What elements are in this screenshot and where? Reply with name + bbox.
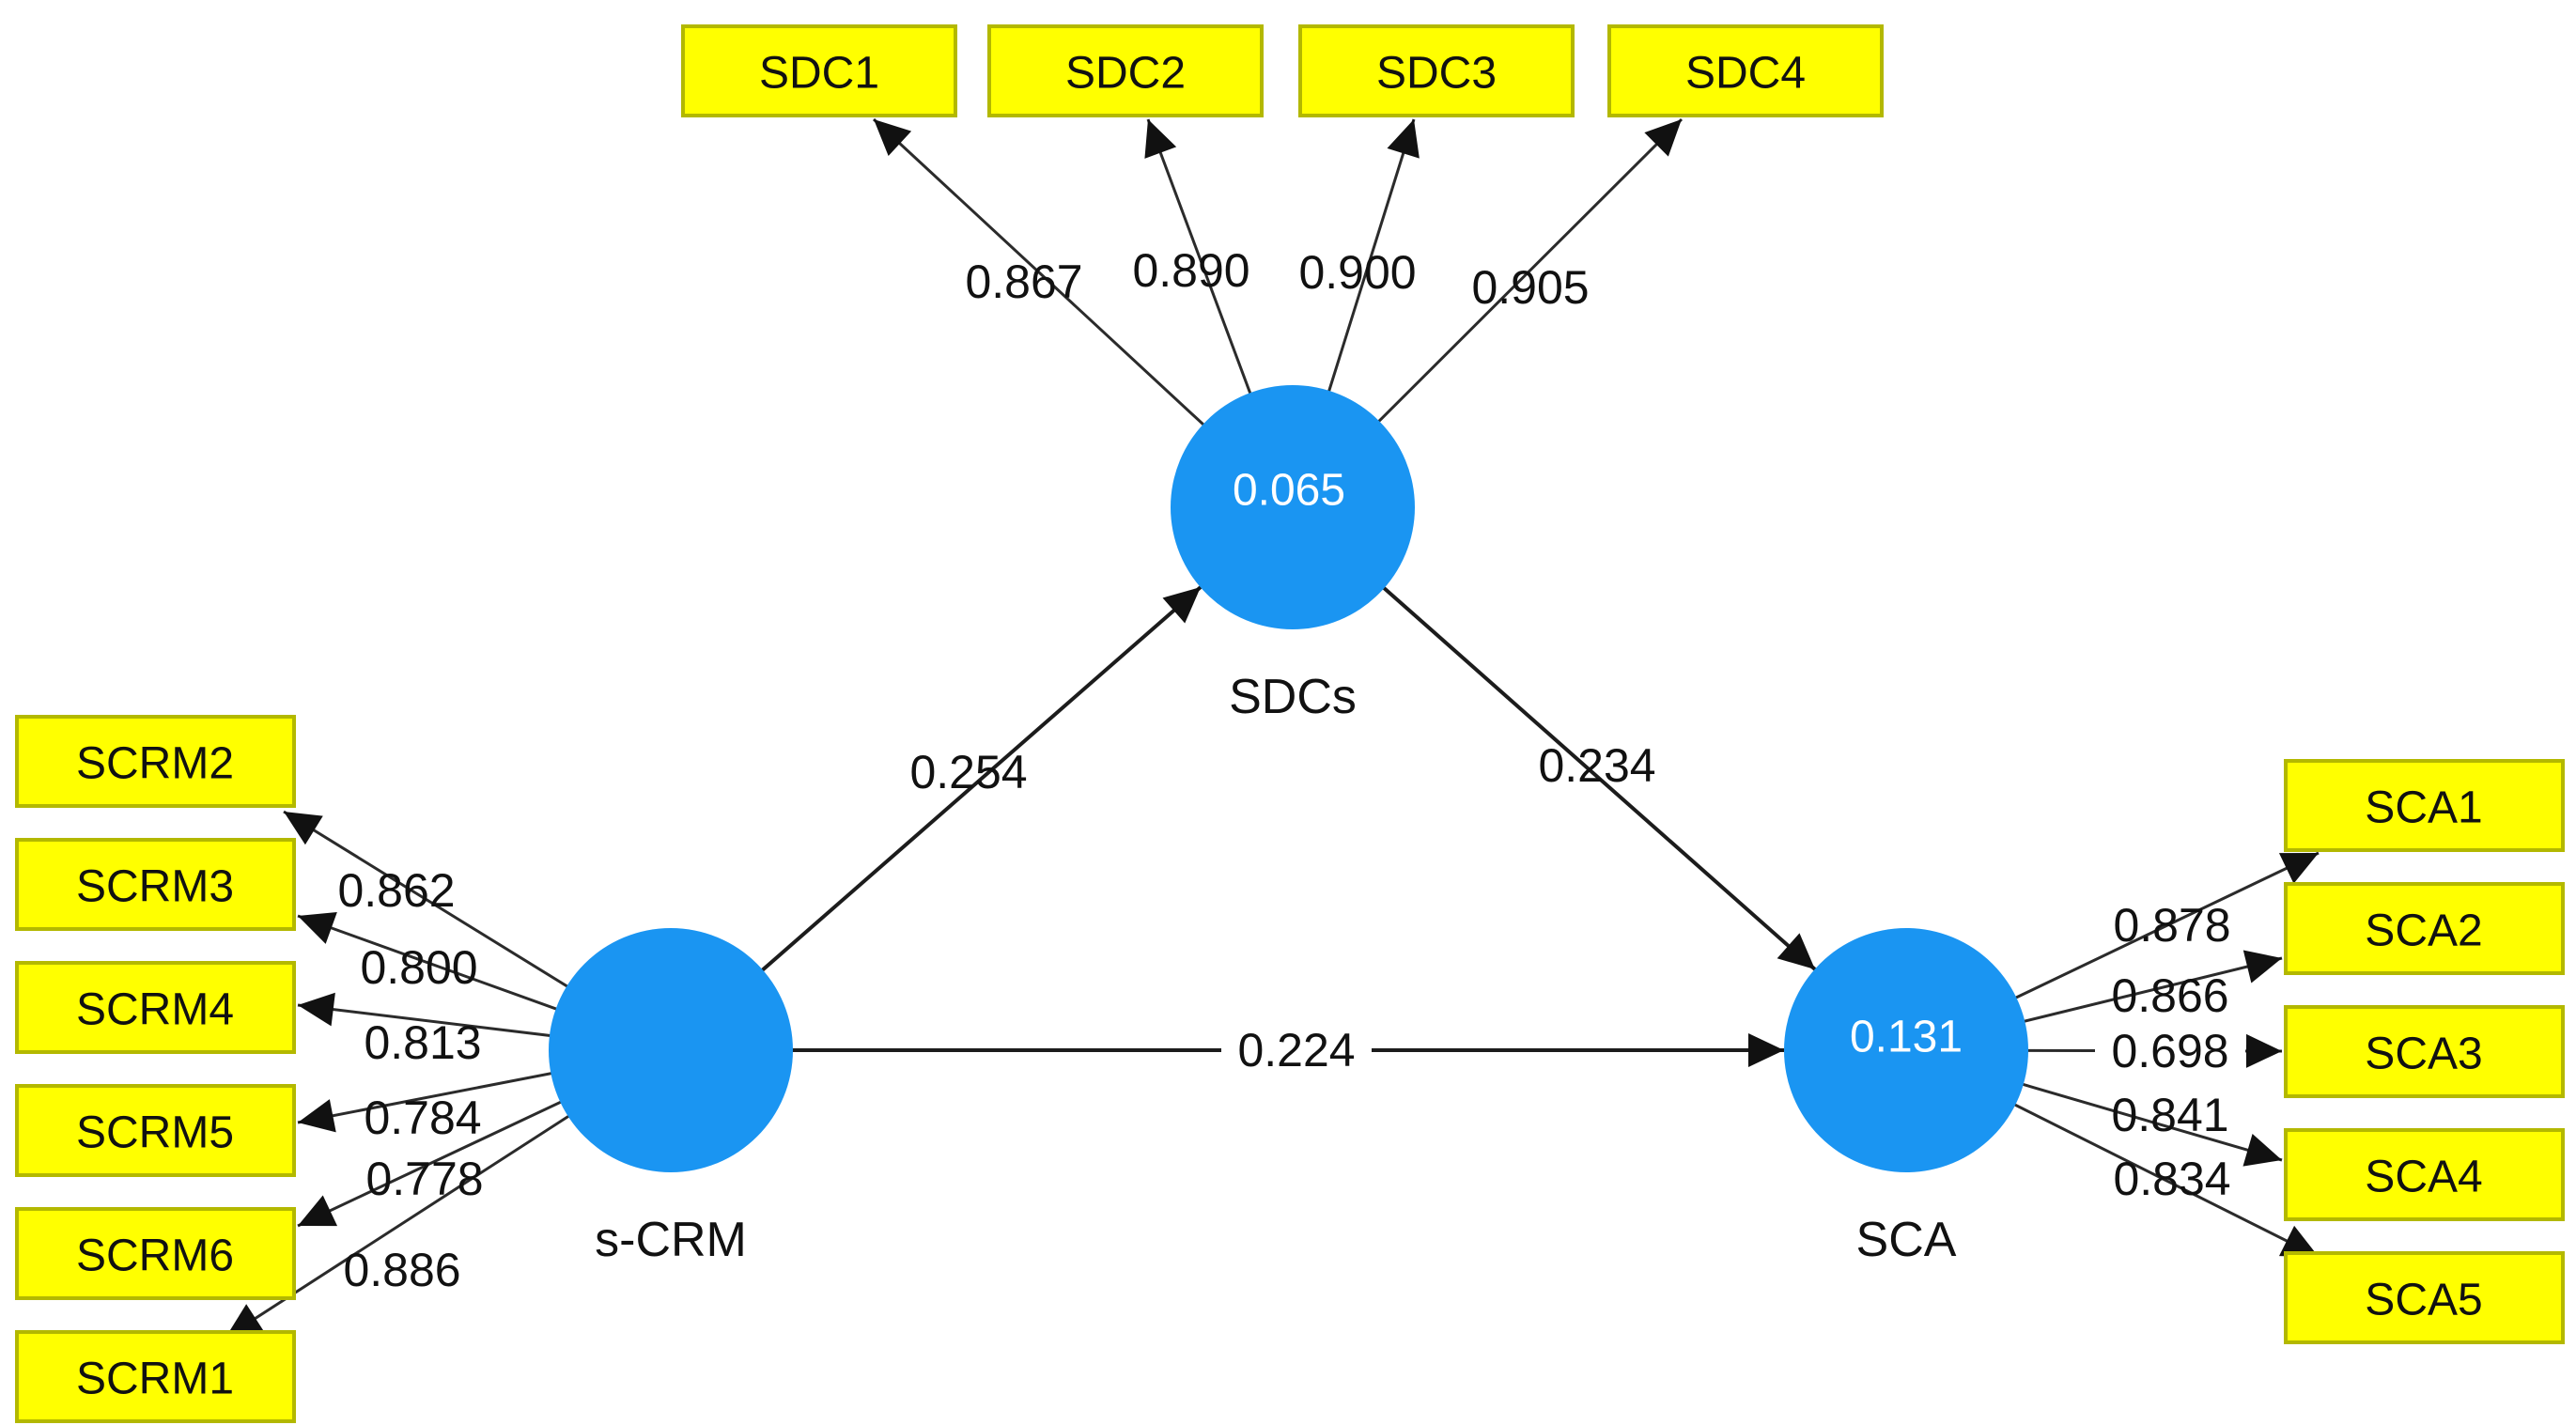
indicator-box-sdc2[interactable] <box>987 24 1264 117</box>
indicator-box-sca5[interactable] <box>2284 1251 2565 1344</box>
loading-value-sca2: 0.866 <box>2111 969 2228 1022</box>
construct-node-sdcs[interactable] <box>1171 385 1415 629</box>
indicator-label-scrm1: SCRM1 <box>76 1355 234 1404</box>
r-squared-sca: 0.131 <box>1850 1013 1963 1062</box>
indicator-label-sca2: SCA2 <box>2365 906 2482 956</box>
loading-value-sca1: 0.878 <box>2113 899 2230 952</box>
indicator-box-scrm3[interactable] <box>15 838 296 931</box>
path-coefficient-sdcs-to-sca: 0.234 <box>1538 739 1655 792</box>
loading-value-sca3: 0.698 <box>2111 1025 2228 1077</box>
indicator-label-scrm5: SCRM5 <box>76 1108 234 1158</box>
loading-value-sca4: 0.841 <box>2111 1089 2228 1141</box>
indicator-box-sca3[interactable] <box>2284 1005 2565 1098</box>
path-coefficient-scrm-to-sdcs: 0.254 <box>909 746 1027 798</box>
loading-value-sca5: 0.834 <box>2113 1153 2230 1205</box>
indicator-label-scrm6: SCRM6 <box>76 1231 234 1281</box>
indicator-box-sca2[interactable] <box>2284 882 2565 975</box>
construct-label-sca: SCA <box>1856 1213 1957 1267</box>
construct-node-sca[interactable] <box>1784 928 2028 1172</box>
indicator-label-scrm2: SCRM2 <box>76 739 234 789</box>
loading-value-scrm3: 0.800 <box>360 941 477 994</box>
indicator-box-scrm4[interactable] <box>15 961 296 1054</box>
loading-value-sdc3: 0.900 <box>1298 246 1416 299</box>
indicator-label-sdc2: SDC2 <box>1065 49 1186 99</box>
indicator-label-sca1: SCA1 <box>2365 783 2482 833</box>
loading-value-sdc4: 0.905 <box>1471 261 1589 314</box>
loading-value-scrm6: 0.778 <box>365 1153 483 1205</box>
construct-node-scrm[interactable] <box>549 928 793 1172</box>
loading-value-scrm4: 0.813 <box>364 1016 481 1069</box>
indicator-label-sdc4: SDC4 <box>1685 49 1806 99</box>
indicator-box-sca1[interactable] <box>2284 759 2565 852</box>
indicator-box-sdc4[interactable] <box>1607 24 1884 117</box>
indicator-box-scrm6[interactable] <box>15 1207 296 1300</box>
indicator-box-sdc1[interactable] <box>681 24 957 117</box>
loading-value-sca3-backdrop <box>2095 1026 2245 1076</box>
path-coefficient-scrm-to-sca-backdrop <box>1221 1025 1372 1076</box>
construct-label-sdcs: SDCs <box>1229 670 1357 724</box>
indicator-label-scrm3: SCRM3 <box>76 862 234 912</box>
loading-value-sdc2: 0.890 <box>1132 244 1249 297</box>
indicator-box-sdc3[interactable] <box>1298 24 1575 117</box>
loading-value-scrm1: 0.886 <box>343 1244 460 1296</box>
indicator-label-sdc1: SDC1 <box>759 49 879 99</box>
r-squared-sdcs: 0.065 <box>1233 466 1345 516</box>
loading-value-sdc1: 0.867 <box>965 256 1082 308</box>
indicator-label-sdc3: SDC3 <box>1376 49 1497 99</box>
indicator-label-sca5: SCA5 <box>2365 1276 2482 1325</box>
indicator-box-sca4[interactable] <box>2284 1128 2565 1221</box>
indicator-label-scrm4: SCRM4 <box>76 985 234 1035</box>
indicator-box-scrm1[interactable] <box>15 1330 296 1423</box>
indicator-label-sca3: SCA3 <box>2365 1030 2482 1079</box>
indicator-label-sca4: SCA4 <box>2365 1153 2482 1202</box>
loading-value-scrm5: 0.784 <box>364 1092 481 1144</box>
indicator-box-scrm2[interactable] <box>15 715 296 808</box>
loading-value-scrm2: 0.862 <box>337 864 455 917</box>
construct-label-scrm: s-CRM <box>595 1213 747 1267</box>
indicator-box-scrm5[interactable] <box>15 1084 296 1177</box>
path-coefficient-scrm-to-sca: 0.224 <box>1237 1024 1355 1076</box>
